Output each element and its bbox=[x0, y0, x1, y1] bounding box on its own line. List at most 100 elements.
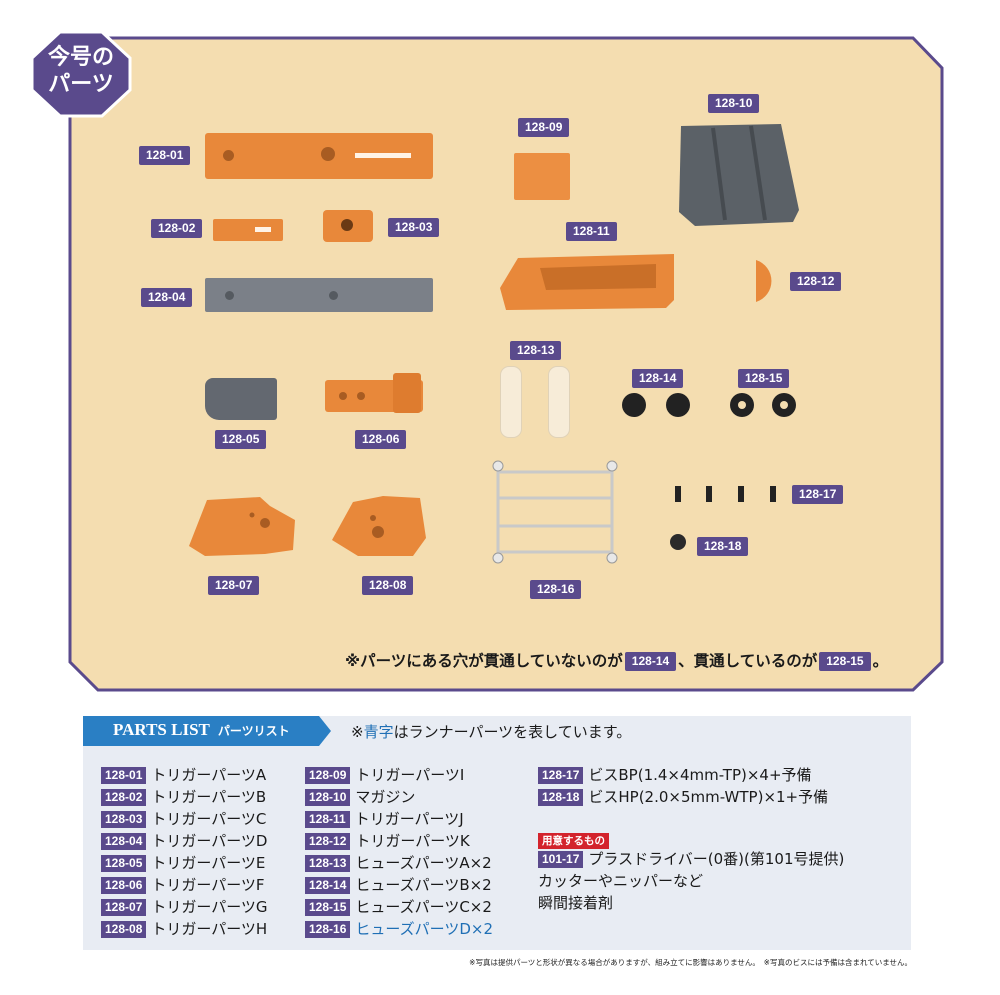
label-128-09: 128-09 bbox=[518, 118, 570, 137]
list-item: カッターやニッパーなど bbox=[538, 870, 844, 892]
part-code: 128-03 bbox=[101, 811, 147, 828]
part-name: トリガーパーツC bbox=[151, 810, 267, 828]
footnote: ※写真は提供パーツと形状が異なる場合がありますが、組み立てに影響はありません。 … bbox=[469, 958, 912, 967]
label-128-03: 128-03 bbox=[388, 218, 440, 237]
part-128-11 bbox=[500, 254, 674, 310]
part-128-08 bbox=[332, 496, 426, 556]
part-128-06-block bbox=[393, 373, 421, 413]
prepare-row: 用意するもの bbox=[538, 828, 844, 849]
part-code: 128-07 bbox=[101, 899, 147, 916]
part-128-13-b bbox=[548, 366, 570, 438]
label-128-02: 128-02 bbox=[151, 219, 203, 238]
parts-list-header-bg bbox=[83, 716, 331, 746]
part-128-17-b bbox=[706, 486, 712, 502]
photo-note-tag-128-14: 128-14 bbox=[624, 652, 677, 671]
part-code: 128-14 bbox=[305, 877, 351, 894]
part-128-18 bbox=[670, 534, 686, 550]
parts-list-title-en: PARTS LIST bbox=[113, 720, 210, 739]
label-128-15: 128-15 bbox=[738, 369, 790, 388]
part-name: トリガーパーツA bbox=[151, 766, 267, 784]
part-name: プラスドライバー(0番)(第101号提供) bbox=[588, 850, 845, 868]
part-code: 101-17 bbox=[538, 851, 584, 868]
part-128-14-a bbox=[622, 393, 646, 417]
part-128-07 bbox=[189, 497, 295, 556]
issue-badge-text: 今号の パーツ bbox=[30, 44, 132, 98]
label-128-12: 128-12 bbox=[790, 272, 842, 291]
part-128-14-b bbox=[666, 393, 690, 417]
label-128-05: 128-05 bbox=[215, 430, 267, 449]
part-name: トリガーパーツG bbox=[151, 898, 268, 916]
part-128-03 bbox=[323, 210, 373, 242]
part-code: 128-05 bbox=[101, 855, 147, 872]
label-128-08: 128-08 bbox=[362, 576, 414, 595]
part-128-05 bbox=[205, 378, 277, 420]
part-128-01 bbox=[205, 133, 433, 179]
part-128-09 bbox=[514, 153, 570, 200]
part-128-17-d bbox=[770, 486, 776, 502]
part-name: トリガーパーツB bbox=[151, 788, 267, 806]
label-128-11: 128-11 bbox=[566, 222, 617, 241]
part-128-15-b bbox=[772, 393, 796, 417]
part-name: ビスBP(1.4×4mm-TP)×4+予備 bbox=[588, 766, 812, 784]
part-code: 128-09 bbox=[305, 767, 351, 784]
part-128-13-a bbox=[500, 366, 522, 438]
part-name: ヒューズパーツC×2 bbox=[355, 898, 492, 916]
part-128-15-a bbox=[730, 393, 754, 417]
tool-name: カッターやニッパーなど bbox=[538, 872, 704, 890]
badge-line1: 今号の bbox=[47, 45, 114, 70]
part-name: トリガーパーツF bbox=[151, 876, 265, 894]
label-128-14: 128-14 bbox=[632, 369, 684, 388]
part-name: トリガーパーツE bbox=[151, 854, 266, 872]
label-128-17: 128-17 bbox=[792, 485, 844, 504]
part-code: 128-02 bbox=[101, 789, 147, 806]
part-code: 128-12 bbox=[305, 833, 351, 850]
label-128-06: 128-06 bbox=[355, 430, 407, 449]
part-code: 128-16 bbox=[305, 921, 351, 938]
part-code: 128-06 bbox=[101, 877, 147, 894]
part-128-16 bbox=[492, 460, 618, 564]
tool-name: 瞬間接着剤 bbox=[538, 894, 614, 912]
list-note-prefix: ※ bbox=[351, 723, 364, 741]
part-name: トリガーパーツK bbox=[355, 832, 470, 850]
parts-list-title-jp: パーツリスト bbox=[217, 724, 290, 738]
photo-note-suffix: 。 bbox=[872, 652, 889, 670]
part-128-04 bbox=[205, 278, 433, 312]
part-code: 128-15 bbox=[305, 899, 351, 916]
part-code: 128-18 bbox=[538, 789, 584, 806]
part-128-17-a bbox=[675, 486, 681, 502]
label-128-04: 128-04 bbox=[141, 288, 193, 307]
photo-note-middle: 、貫通しているのが bbox=[678, 652, 818, 670]
label-128-10: 128-10 bbox=[708, 94, 760, 113]
part-name: ヒューズパーツB×2 bbox=[355, 876, 492, 894]
part-name: マガジン bbox=[355, 788, 416, 806]
label-128-13: 128-13 bbox=[510, 341, 562, 360]
part-128-02 bbox=[213, 219, 283, 241]
list-item: 瞬間接着剤 bbox=[538, 892, 844, 914]
part-code: 128-08 bbox=[101, 921, 147, 938]
prepare-label: 用意するもの bbox=[538, 833, 609, 849]
photo-note-prefix: ※パーツにある穴が貫通していないのが bbox=[345, 652, 623, 670]
part-code: 128-01 bbox=[101, 767, 147, 784]
list-note-blue: 青字 bbox=[363, 723, 394, 741]
part-name: トリガーパーツJ bbox=[354, 810, 464, 828]
